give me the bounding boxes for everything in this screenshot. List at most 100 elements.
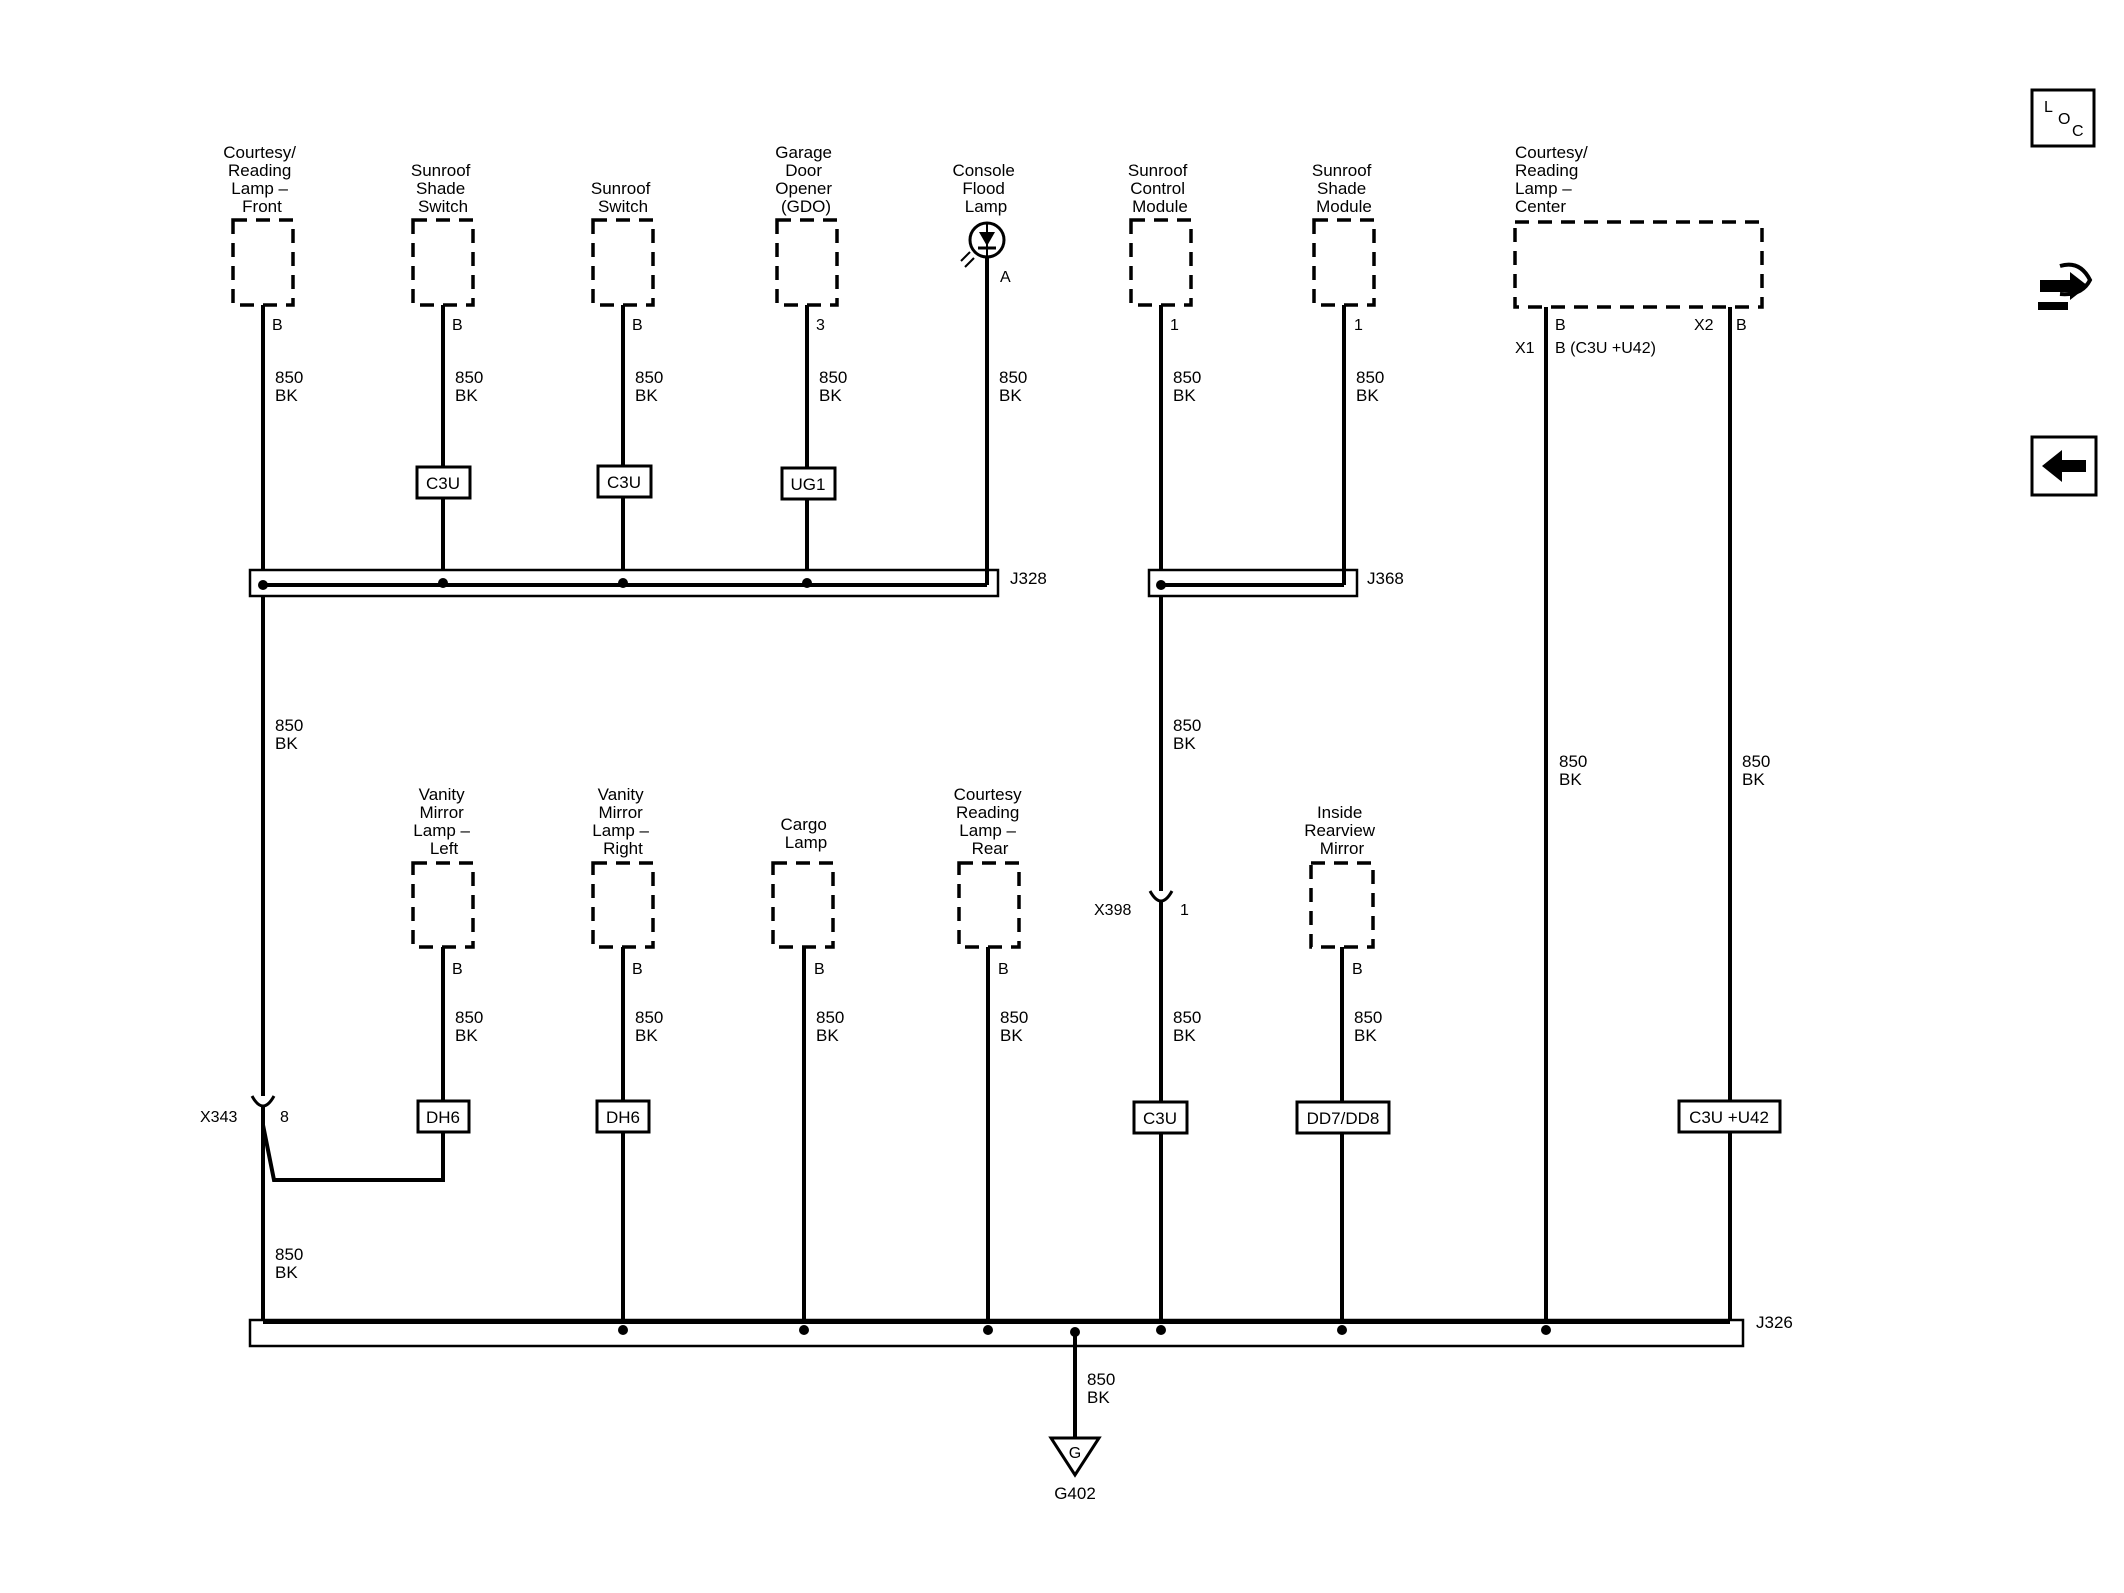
svg-text:850: 850 bbox=[275, 716, 303, 735]
connector-label: X1 bbox=[1515, 340, 1535, 357]
svg-text:850: 850 bbox=[1087, 1370, 1115, 1389]
component-label: Sunroof Control Module bbox=[1128, 161, 1192, 216]
svg-text:850: 850 bbox=[816, 1008, 844, 1027]
wire-circuit: 850 bbox=[455, 368, 483, 387]
component-label: Sunroof Shade Module bbox=[1312, 161, 1376, 216]
pin-label: B bbox=[1736, 317, 1747, 334]
svg-text:X343: X343 bbox=[200, 1109, 237, 1126]
option-box-gdo: UG1 bbox=[780, 466, 837, 501]
component-box bbox=[1312, 218, 1376, 307]
svg-text:Inside Rearview Mi: Inside Rearview Mirror bbox=[1304, 803, 1380, 858]
component-label: Courtesy/ Reading Lamp – Front bbox=[223, 143, 300, 216]
svg-text:850: 850 bbox=[1354, 1008, 1382, 1027]
ground-label: G402 bbox=[1054, 1484, 1096, 1503]
svg-text:1: 1 bbox=[1180, 902, 1189, 919]
component-courtesy-reading-lamp-front: Courtesy/ Reading Lamp – Front B bbox=[223, 143, 300, 334]
component-box bbox=[591, 218, 655, 307]
component-vanity-mirror-lamp-right: Vanity Mirror Lamp – Right B bbox=[591, 785, 655, 978]
svg-text:Cargo Lamp: Cargo Lamp bbox=[780, 815, 831, 852]
svg-text:850: 850 bbox=[1173, 716, 1201, 735]
connector-x343: X343 8 bbox=[200, 1095, 289, 1126]
option-box-shade-switch: C3U bbox=[415, 465, 472, 500]
wire-color: BK bbox=[455, 386, 478, 405]
svg-text:L: L bbox=[2044, 99, 2053, 116]
splice-label: J368 bbox=[1367, 569, 1404, 588]
option-box-sunroof-switch: C3U bbox=[596, 464, 653, 499]
component-label: Garage Door Opener (GDO) bbox=[775, 143, 836, 216]
component-label: Sunroof Switch bbox=[591, 179, 655, 216]
svg-text:B: B bbox=[814, 961, 825, 978]
splice-pack-j328: J328 bbox=[248, 305, 1047, 598]
svg-text:UG1: UG1 bbox=[791, 475, 826, 494]
component-sunroof-control-module: Sunroof Control Module 1 bbox=[1128, 161, 1193, 334]
svg-text:850: 850 bbox=[1742, 752, 1770, 771]
component-box bbox=[1513, 220, 1764, 309]
option-box-control-module: C3U bbox=[1132, 1100, 1189, 1135]
splice-label: J326 bbox=[1756, 1313, 1793, 1332]
svg-text:DH6: DH6 bbox=[606, 1108, 640, 1127]
pin-label: B bbox=[1555, 317, 1566, 334]
svg-text:Vanity Mirror Lamp: Vanity Mirror Lamp – Right bbox=[592, 785, 653, 858]
loc-icon[interactable]: L O C bbox=[2030, 88, 2096, 148]
pin-label: A bbox=[1000, 269, 1011, 286]
splice-pack-j368: J368 bbox=[1147, 305, 1404, 598]
back-arrow-icon[interactable] bbox=[2030, 435, 2098, 497]
option-box-mirror: DD7/DD8 bbox=[1295, 1100, 1391, 1135]
wire-circuit: 850 bbox=[635, 368, 663, 387]
svg-text:C3U +U42: C3U +U42 bbox=[1689, 1108, 1769, 1127]
component-label: Courtesy/ Reading Lamp – Center bbox=[1515, 143, 1592, 216]
svg-text:850: 850 bbox=[455, 1008, 483, 1027]
component-label: Sunroof Shade Switch bbox=[411, 161, 475, 216]
svg-text:850: 850 bbox=[1000, 1008, 1028, 1027]
wire-labels-middle: 850 BK 850 BK 850 BK 850 BK bbox=[275, 716, 1770, 789]
wire-color: BK bbox=[1356, 386, 1379, 405]
component-box bbox=[231, 218, 295, 307]
svg-text:O: O bbox=[2058, 111, 2070, 128]
splice-pack-j326: J326 bbox=[248, 1313, 1793, 1348]
component-cargo-lamp: Cargo Lamp B bbox=[771, 815, 835, 978]
wire-color: BK bbox=[635, 386, 658, 405]
svg-text:BK: BK bbox=[1354, 1026, 1377, 1045]
splice-label: J328 bbox=[1010, 569, 1047, 588]
wire-color: BK bbox=[819, 386, 842, 405]
component-box bbox=[411, 218, 475, 307]
component-label: Console Flood Lamp bbox=[952, 161, 1019, 216]
svg-text:850: 850 bbox=[635, 1008, 663, 1027]
pin-label: 3 bbox=[816, 317, 825, 334]
svg-text:B: B bbox=[998, 961, 1009, 978]
svg-text:BK: BK bbox=[816, 1026, 839, 1045]
svg-text:BK: BK bbox=[275, 1263, 298, 1282]
component-console-flood-lamp: Console Flood Lamp A bbox=[952, 161, 1019, 286]
wire-circuit: 850 bbox=[275, 368, 303, 387]
connector-pinout-icon[interactable] bbox=[2030, 250, 2096, 310]
svg-text:850: 850 bbox=[1173, 1008, 1201, 1027]
component-inside-rearview-mirror: Inside Rearview Mirror B bbox=[1304, 803, 1380, 978]
svg-text:BK: BK bbox=[1742, 770, 1765, 789]
option-box-vanity-left: DH6 bbox=[416, 1099, 471, 1134]
option-box-vanity-right: DH6 bbox=[595, 1099, 651, 1134]
pin-label: 1 bbox=[1170, 317, 1179, 334]
bottom-wires bbox=[261, 947, 1344, 1330]
svg-text:DD7/DD8: DD7/DD8 bbox=[1307, 1109, 1380, 1128]
svg-text:X398: X398 bbox=[1094, 902, 1131, 919]
option-box-center-lamp: C3U +U42 bbox=[1677, 1099, 1782, 1134]
wire-color: BK bbox=[1173, 386, 1196, 405]
svg-text:BK: BK bbox=[1000, 1026, 1023, 1045]
component-sunroof-shade-module: Sunroof Shade Module 1 bbox=[1312, 161, 1376, 334]
pin-label: B bbox=[272, 317, 283, 334]
wire-circuit: 850 bbox=[1356, 368, 1384, 387]
component-box bbox=[1129, 218, 1193, 307]
svg-text:C: C bbox=[2072, 123, 2084, 140]
svg-text:BK: BK bbox=[1559, 770, 1582, 789]
wire-labels-bottom: 850 BK 850 BK 850 BK 850 BK 850 BK 850 B… bbox=[275, 1008, 1382, 1282]
connector-x398: X398 1 bbox=[1094, 890, 1189, 919]
svg-text:Vanity Mirror Lamp: Vanity Mirror Lamp – Left bbox=[413, 785, 474, 858]
svg-text:C3U: C3U bbox=[1143, 1109, 1177, 1128]
pin-label: B (C3U +U42) bbox=[1555, 340, 1656, 357]
svg-text:C3U: C3U bbox=[426, 474, 460, 493]
pin-label: 1 bbox=[1354, 317, 1363, 334]
pin-label: B bbox=[452, 317, 463, 334]
svg-text:BK: BK bbox=[1087, 1388, 1110, 1407]
svg-text:BK: BK bbox=[275, 734, 298, 753]
